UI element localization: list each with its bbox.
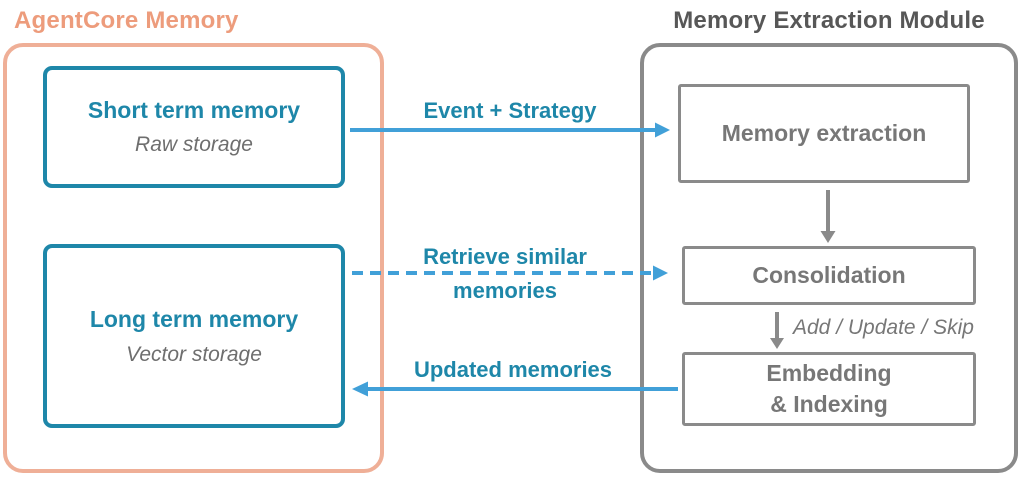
consolidation-label: Consolidation [752,262,906,288]
updated-memories-arrow [352,381,678,397]
embedding-label-line1: Embedding [766,360,892,386]
retrieve-similar-label-line2: memories [453,278,557,303]
long-term-memory-label: Long term memory [89,305,299,332]
updated-memories-label: Updated memories [413,357,613,382]
add-update-skip-label: Add / Update / Skip [793,316,974,339]
event-strategy-label: Event + Strategy [423,98,597,123]
short-term-memory-box: Short term memory Raw storage [43,66,345,188]
long-term-memory-box: Long term memory Vector storage [43,244,345,428]
short-term-memory-label: Short term memory [87,97,301,123]
event-strategy-arrow [350,122,670,138]
retrieve-similar-label-line1: Retrieve similar [423,244,587,269]
memory-extraction-label: Memory extraction [721,120,927,146]
memory-extraction-module-title: Memory Extraction Module [673,7,985,34]
vector-storage-label: Vector storage [126,342,262,366]
raw-storage-label: Raw storage [135,133,253,156]
memory-extraction-module-panel [640,43,1018,473]
memory-extraction-box: Memory extraction [678,84,970,183]
consolidation-box: Consolidation [682,246,976,305]
embedding-label-line2: & Indexing [770,391,888,417]
agentcore-memory-title: AgentCore Memory [14,7,239,34]
embedding-indexing-box: Embedding & Indexing [682,352,976,426]
agentcore-memory-panel [3,43,384,473]
